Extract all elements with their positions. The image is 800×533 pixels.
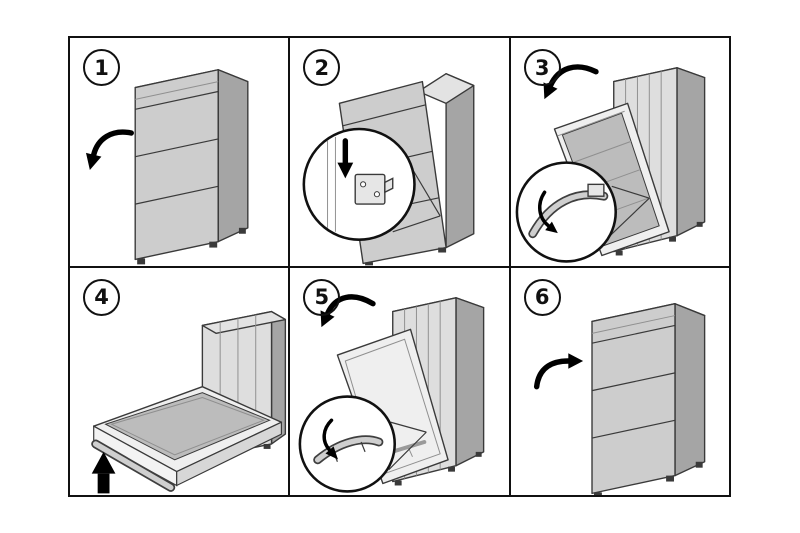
closed-cabinet-graphic — [134, 69, 249, 265]
illustration-step-1 — [86, 69, 249, 265]
lift-up-arrow-icon — [91, 451, 116, 493]
illustration-step-5 — [298, 293, 485, 493]
step-cell-2: 2 — [289, 37, 510, 267]
step-number: 5 — [314, 285, 330, 309]
instruction-steps-grid: 1 2 — [68, 36, 731, 497]
step-number-badge: 1 — [83, 49, 120, 86]
step-number-badge: 4 — [83, 278, 120, 316]
fold-arrow-small-icon — [322, 418, 339, 459]
lift-arm-icon — [527, 183, 608, 239]
insert-down-arrow-icon — [337, 138, 354, 179]
illustration-step-4 — [91, 310, 287, 493]
leg-fold-detail-magnifier — [298, 394, 428, 493]
step-cell-4: 4 — [69, 266, 290, 496]
step-cell-1: 1 — [69, 37, 290, 267]
step-number-badge: 3 — [523, 49, 561, 86]
step-cell-3: 3 — [509, 37, 730, 267]
step-number: 2 — [314, 55, 330, 80]
step-number-badge: 6 — [523, 278, 561, 316]
illustration-step-2 — [302, 73, 475, 266]
illustration-step-6 — [533, 302, 705, 495]
step-cell-5: 5 — [289, 266, 510, 496]
close-direction-arrow-icon — [533, 352, 583, 389]
step-number: 3 — [534, 55, 550, 80]
step-cell-6: 6 — [509, 266, 730, 496]
open-direction-arrow-icon — [86, 129, 134, 171]
step-number-badge: 2 — [303, 49, 341, 86]
step-number-badge: 5 — [303, 278, 341, 316]
mechanism-detail-magnifier — [515, 161, 650, 263]
bed-open-graphic — [91, 385, 283, 492]
step-number: 1 — [94, 55, 109, 80]
step-number: 6 — [534, 285, 550, 309]
latch-bracket-icon — [354, 173, 394, 205]
support-leg-icon — [91, 439, 176, 492]
latch-detail-magnifier — [302, 127, 442, 241]
step-number: 4 — [94, 285, 109, 309]
illustration-step-3 — [515, 64, 705, 263]
closed-cabinet-graphic — [590, 302, 705, 495]
rotate-arrow-small-icon — [537, 190, 558, 234]
